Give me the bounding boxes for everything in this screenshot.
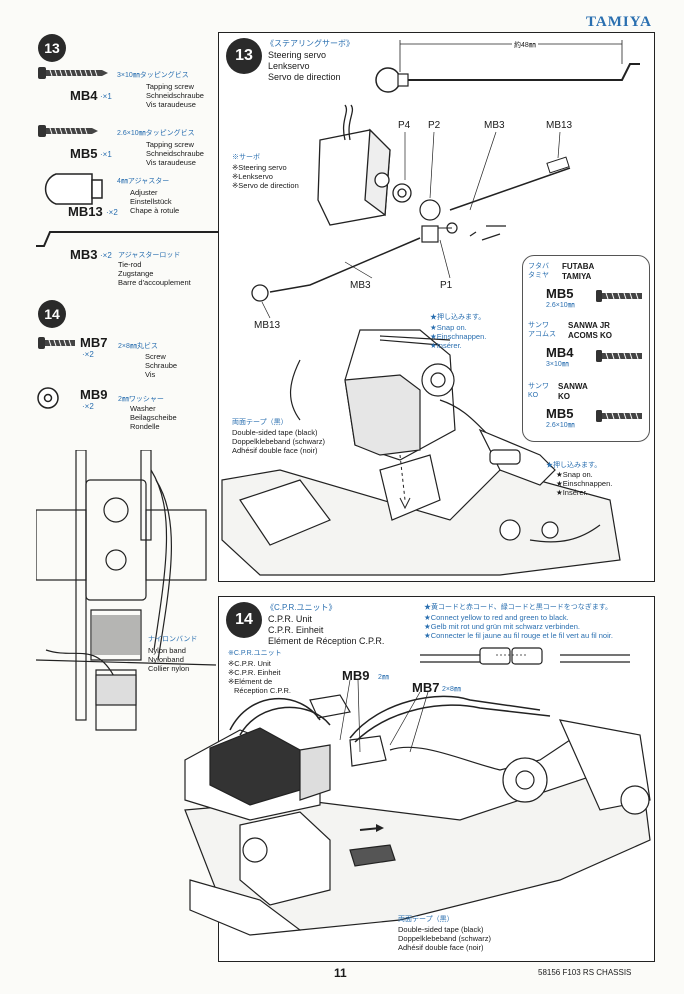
mb5-qty: ·×1 (100, 150, 112, 159)
washer-icon (37, 387, 59, 409)
tapping-screw-icon (38, 125, 98, 137)
snap-on-1-desc: ★Snap on.★Einschnappen.★Insérer. (430, 323, 487, 350)
mb9-qty: ·×2 (82, 402, 94, 411)
nylon-band-jp: ナイロンバンド (148, 636, 198, 643)
mb9-size: 2㎜ (378, 674, 389, 681)
mb7-qty: ·×2 (82, 350, 94, 359)
mb9-jp: 2㎜ワッシャー (118, 396, 164, 403)
label-p4: P4 (398, 120, 411, 131)
tape-14-jp: 両面テープ（黒） (398, 916, 454, 923)
tape-14-desc: Double-sided tape (black)Doppelklebeband… (398, 925, 491, 952)
servo-jp: ※サーボ (232, 154, 260, 161)
mb13-jp: 4㎜アジャスター (117, 178, 170, 185)
mb3-code: MB3 (70, 247, 98, 262)
mb13-code: MB13 (68, 204, 103, 219)
panel-14-title-jp: 《C.P.R.ユニット》 (266, 603, 337, 612)
tape-13-jp: 両面テープ（黒） (232, 419, 288, 426)
mb7-size: 2×8㎜ (442, 686, 461, 693)
rod-length-label: 約48㎜ (512, 40, 538, 50)
mb13-qty: ·×2 (106, 208, 118, 217)
servo-brand-screw-box (522, 255, 650, 442)
mb7-code: MB7 (80, 335, 108, 350)
mb7-label: MB7 (412, 680, 440, 695)
mb3-qty: ·×2 (100, 251, 112, 260)
part-mb13 (38, 172, 110, 211)
mb4-code: MB4 (70, 88, 98, 103)
screw-icon (38, 337, 75, 349)
panel-13-title-jp: 《ステアリングサーボ》 (266, 39, 354, 48)
part-mb4 (38, 64, 208, 87)
mb7-jp: 2×8㎜丸ビス (118, 343, 158, 350)
mb4-jp: 3×10㎜タッピングビス (117, 72, 189, 79)
mb9-code: MB9 (80, 387, 108, 402)
chassis-side-view-illustration (36, 450, 216, 731)
label-mb13-top: MB13 (546, 120, 573, 131)
kit-code: 58156 F103 RS CHASSIS (538, 968, 632, 977)
snap-on-1-jp: ★押し込みます。 (430, 314, 486, 321)
brand-logo: TAMIYA (585, 14, 652, 30)
wire-note-jp: ★黄コードと赤コード、緑コードと黒コードをつなぎます。 (424, 604, 613, 611)
step-13-badge: 13 (38, 34, 66, 62)
label-p1: P1 (440, 280, 453, 291)
mb5-code: MB5 (70, 146, 98, 161)
snap-on-2-desc: ★Snap on.★Einschnappen.★Insérer. (556, 470, 613, 497)
step-14-badge: 14 (38, 300, 66, 328)
label-p2: P2 (428, 120, 441, 131)
adjuster-icon (44, 173, 103, 205)
tape-13-desc: Double-sided tape (black)Doppelklebeband… (232, 428, 325, 455)
label-mb13-low: MB13 (254, 320, 281, 331)
mb9-label: MB9 (342, 668, 370, 683)
page-number: 11 (334, 966, 347, 980)
cpr-unit-jp: ※C.P.R.ユニット (228, 650, 282, 657)
tapping-screw-icon (38, 67, 108, 79)
label-mb3-top: MB3 (484, 120, 505, 131)
snap-on-2-jp: ★押し込みます。 (546, 462, 602, 469)
servo-desc: ※Steering servo※Lenkservo※Servo de direc… (232, 163, 299, 190)
mb4-qty: ·×1 (100, 92, 112, 101)
wire-note: ★Connect yellow to red and green to blac… (424, 613, 613, 640)
mb5-jp: 2.6×10㎜タッピングビス (117, 130, 195, 137)
mb3-jp: アジャスターロッド (118, 252, 181, 259)
panel-14-badge: 14 (226, 602, 262, 638)
panel-13-badge: 13 (226, 38, 262, 74)
part-mb5 (38, 122, 100, 145)
label-mb3-mid: MB3 (350, 280, 371, 291)
